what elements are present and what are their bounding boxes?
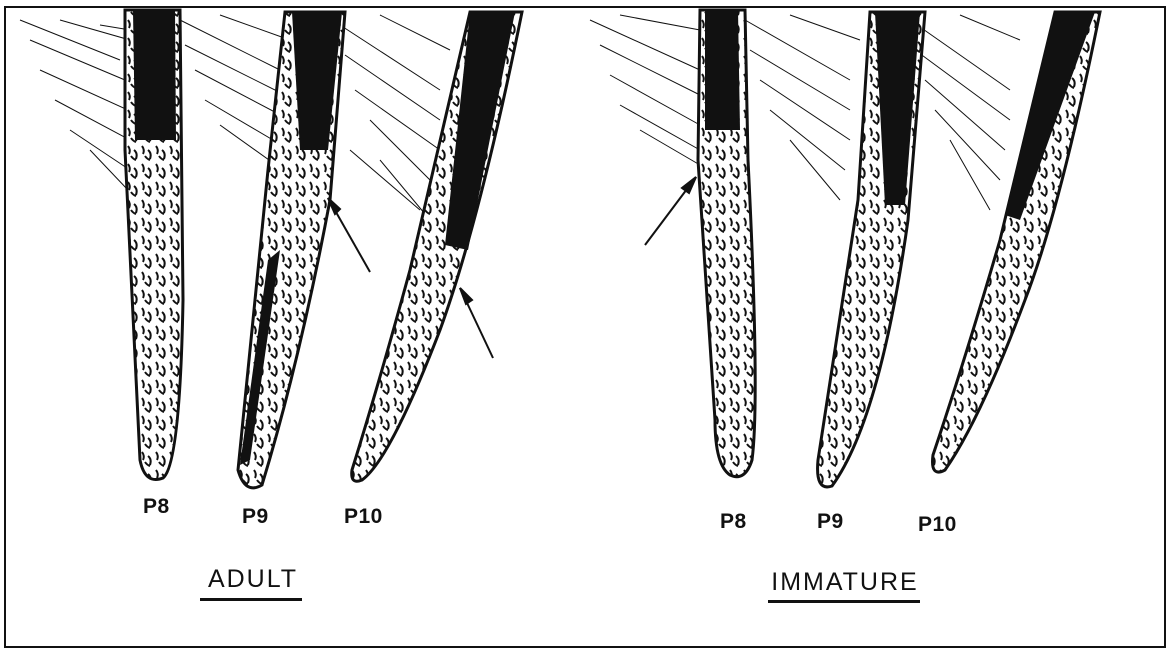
adult-feather-p9 xyxy=(238,12,345,488)
immature-group-label: IMMATURE xyxy=(760,568,930,597)
immature-label-p10: P10 xyxy=(918,513,957,537)
immature-feather-p9 xyxy=(818,12,925,487)
adult-label-p9: P9 xyxy=(242,505,269,529)
immature-label-p9: P9 xyxy=(817,510,844,534)
adult-feather-p10 xyxy=(352,12,522,481)
immature-arrow xyxy=(645,177,696,245)
immature-group-underline xyxy=(768,600,920,603)
adult-group-underline xyxy=(200,598,302,601)
immature-covert-feathers xyxy=(590,15,1020,210)
immature-label-p8: P8 xyxy=(720,510,747,534)
immature-feather-p8 xyxy=(698,10,755,477)
adult-label-p10: P10 xyxy=(344,505,383,529)
adult-group-label: ADULT xyxy=(193,565,313,594)
adult-label-p8: P8 xyxy=(143,495,170,519)
adult-feather-p8 xyxy=(125,10,183,480)
adult-covert-feathers xyxy=(20,15,450,220)
